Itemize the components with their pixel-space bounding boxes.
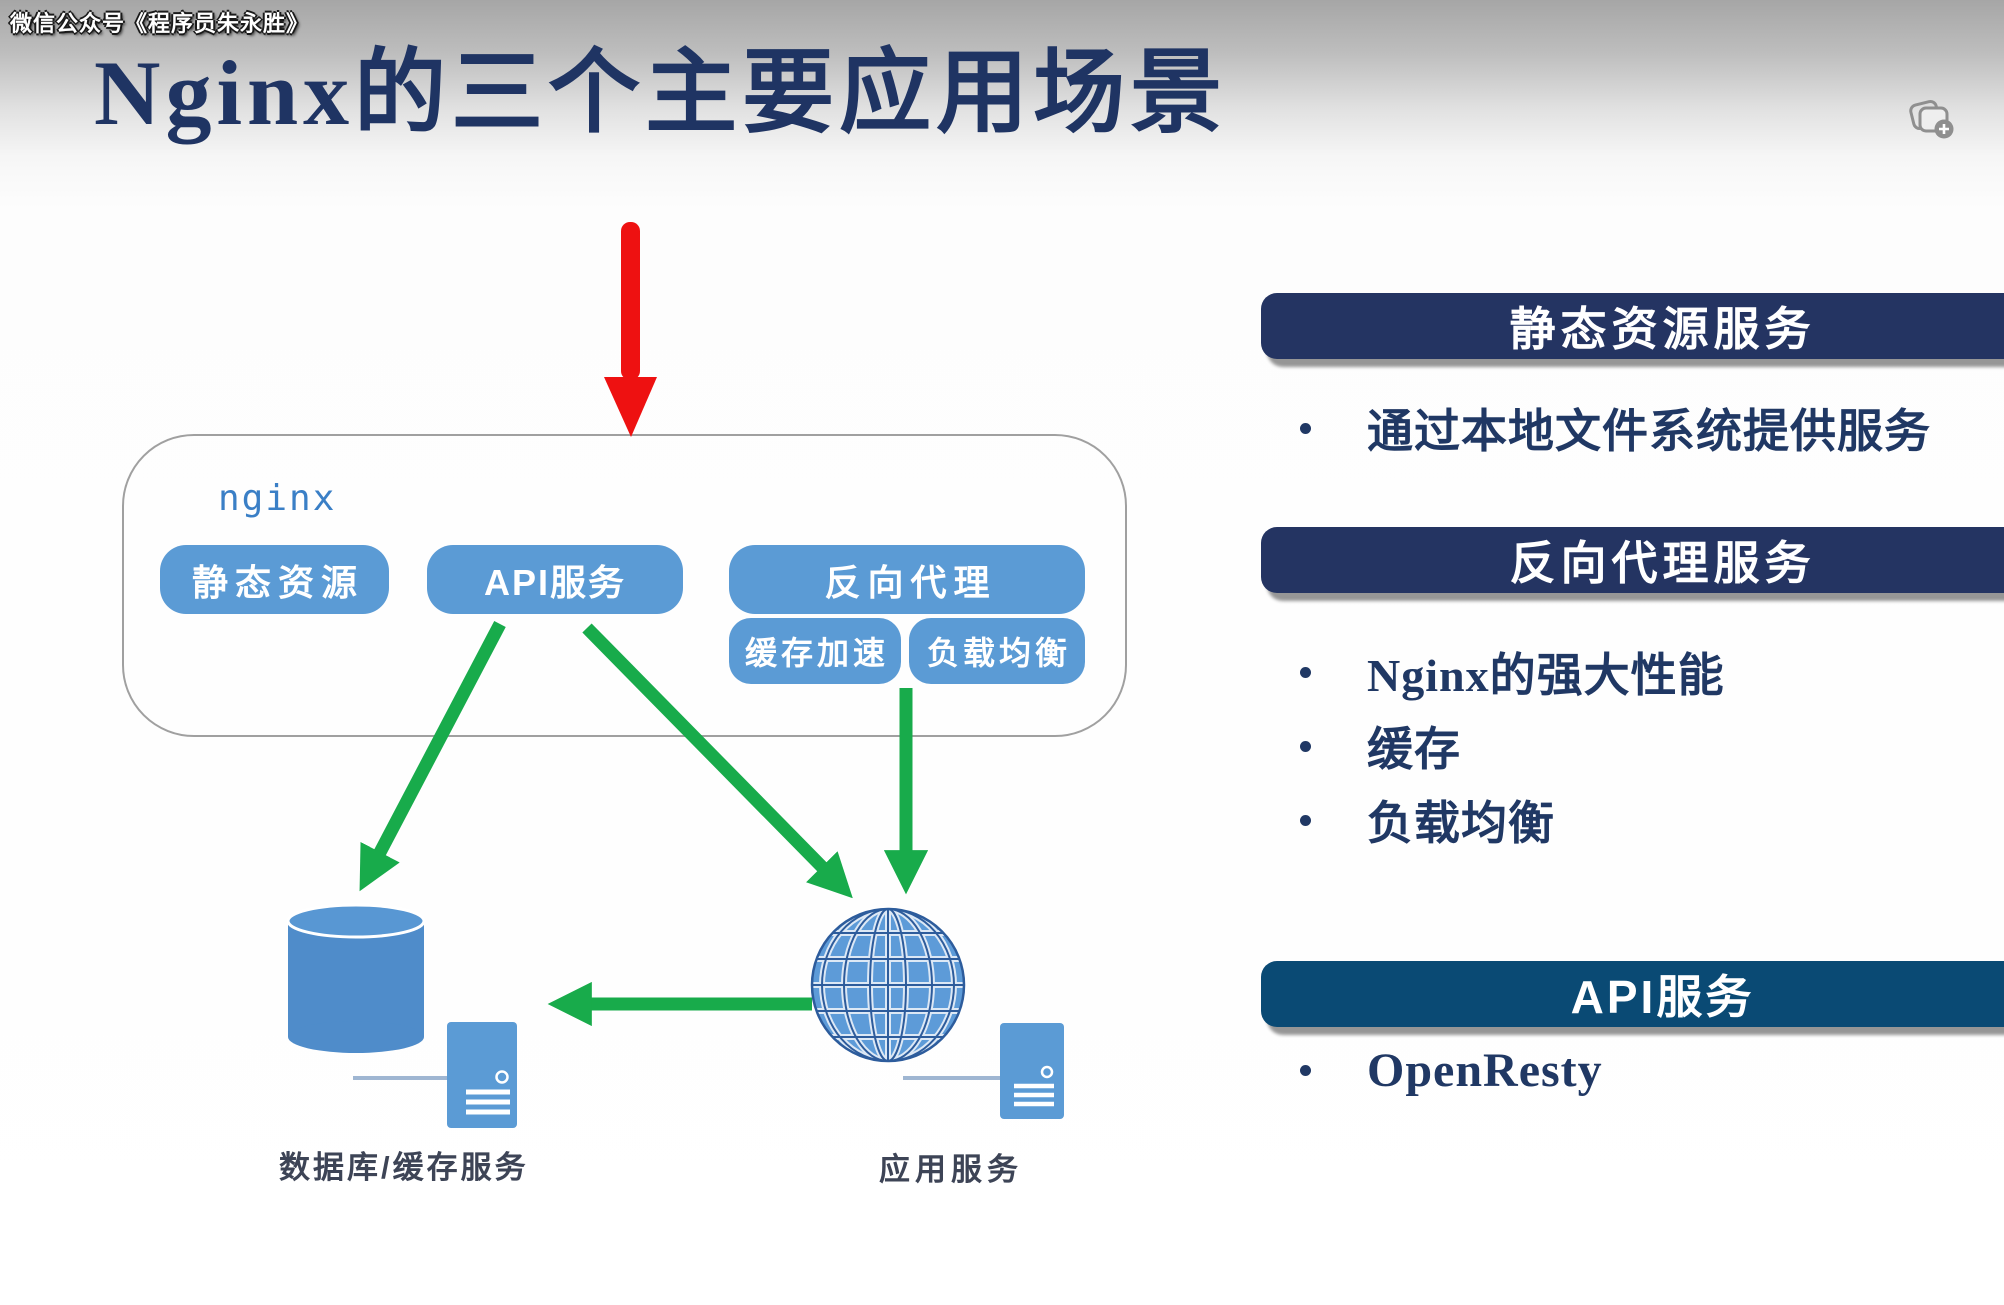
- nginx-container-box: [122, 434, 1127, 737]
- bullet-dot: [1300, 740, 1311, 752]
- bullet-dot: [1300, 1064, 1311, 1076]
- app-server-icon: [1000, 1023, 1064, 1119]
- pill-cache-acceleration: 缓存加速: [729, 618, 901, 684]
- pill-api-service: API服务: [427, 545, 683, 614]
- bullet-dot: [1300, 666, 1311, 678]
- panel-heading-reverse-proxy-service: 反向代理服务: [1261, 527, 2004, 593]
- nginx-label: nginx: [218, 478, 337, 519]
- pill-static-resources: 静态资源: [160, 545, 389, 614]
- bullet-cache: 缓存: [1300, 716, 1461, 776]
- pill-reverse-proxy: 反向代理: [729, 545, 1085, 614]
- bullet-nginx-performance: Nginx的强大性能: [1300, 642, 1725, 702]
- green-arrows: [359, 620, 929, 1027]
- bullet-dot: [1300, 814, 1311, 826]
- app-service-label: 应用服务: [879, 1152, 1023, 1187]
- db-server-icon: [447, 1022, 517, 1128]
- bullet-openresty: OpenResty: [1300, 1040, 1603, 1100]
- globe-icon: [810, 907, 966, 1063]
- arrow-api-to-app: [582, 623, 853, 899]
- database-cache-label: 数据库/缓存服务: [279, 1150, 529, 1185]
- bullet-local-filesystem: 通过本地文件系统提供服务: [1300, 398, 1931, 458]
- bullet-load-balance: 负载均衡: [1300, 790, 1555, 850]
- red-arrow: [604, 222, 657, 437]
- pill-load-balancing: 负载均衡: [909, 618, 1085, 684]
- arrow-api-to-db: [359, 620, 506, 892]
- copy-add-icon[interactable]: [1904, 96, 1960, 149]
- panel-heading-api-service: API服务: [1261, 961, 2004, 1027]
- page-title: Nginx的三个主要应用场景: [94, 42, 1228, 144]
- database-icon: [286, 903, 426, 1053]
- panel-heading-static-resource-service: 静态资源服务: [1261, 293, 2004, 359]
- watermark-text: 微信公众号《程序员朱永胜》: [10, 11, 310, 36]
- bullet-dot: [1300, 422, 1311, 434]
